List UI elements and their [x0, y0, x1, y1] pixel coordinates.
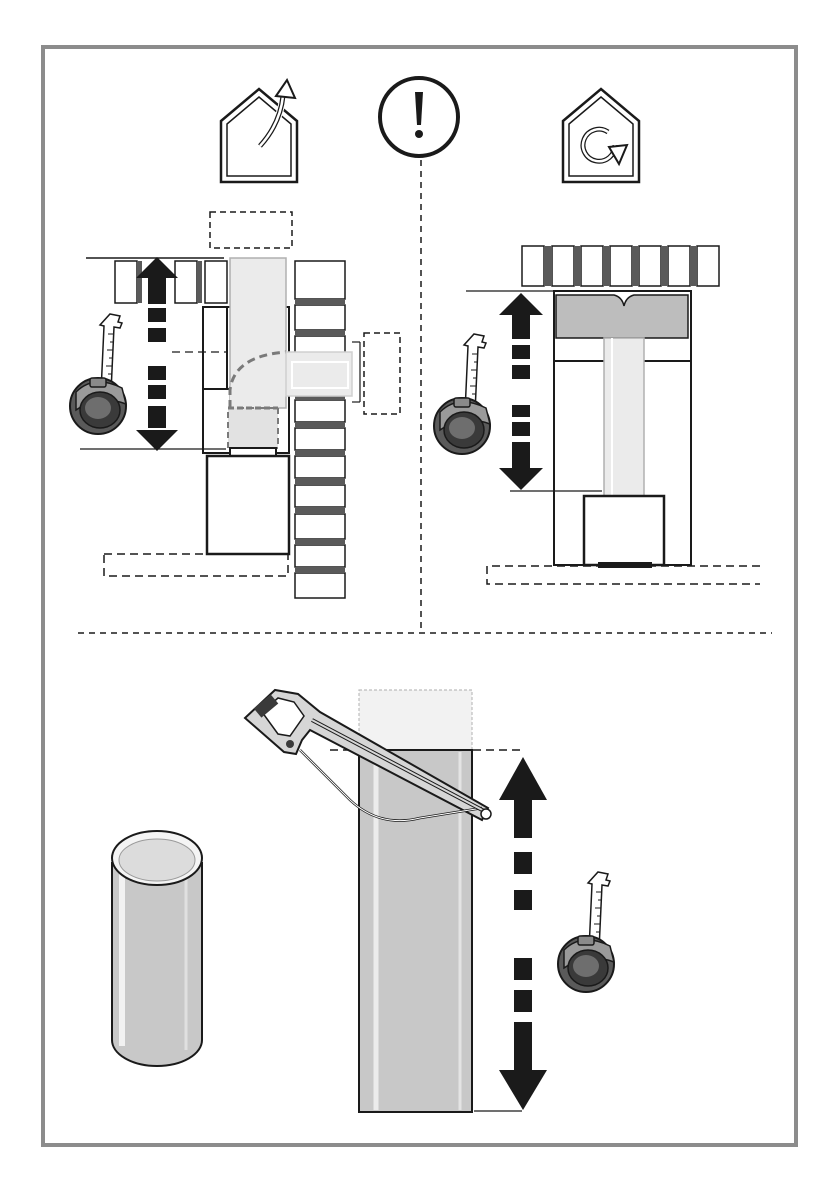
- tape-measure-icon: [70, 314, 126, 434]
- ceiling-bricks: [522, 246, 719, 286]
- house-recirculation-icon: [563, 89, 639, 182]
- measurement-arrow-exhaust: [136, 257, 178, 451]
- house-exhaust-air-icon: [221, 80, 297, 182]
- cut-duct-diagram: [112, 690, 614, 1112]
- exclamation-warning-icon: [380, 78, 458, 156]
- recirculation-installation-diagram: [434, 246, 760, 584]
- brick-wall: [295, 261, 345, 598]
- tape-measure-icon: [558, 872, 614, 992]
- exhaust-installation-diagram: [70, 212, 400, 598]
- duct-cylinder: [112, 831, 202, 1066]
- measurement-arrow-cut: [499, 757, 547, 1110]
- measurement-arrow-recirculation: [499, 293, 543, 490]
- tape-measure-icon: [434, 334, 490, 454]
